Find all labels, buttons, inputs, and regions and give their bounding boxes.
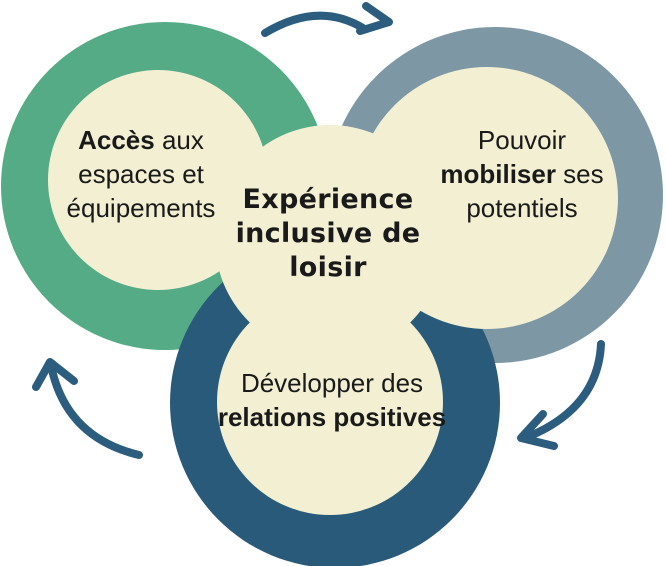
cycle-arrows	[32, 2, 605, 459]
relations-label: Développer des relations positives	[207, 366, 457, 434]
center-circle	[215, 125, 445, 355]
mobilize-line-2: mobiliser ses	[440, 159, 604, 189]
relations-line-2: relations positives	[217, 402, 447, 432]
top-arrow-icon	[261, 2, 393, 37]
left-arrow-icon	[32, 358, 143, 459]
access-line-2: espaces et	[78, 159, 204, 189]
right-arrow-icon	[517, 340, 605, 450]
access-inner-circle	[48, 70, 268, 290]
mobilize-label: Pouvoir mobiliser ses potentiels	[397, 123, 647, 225]
access-label: Accès aux espaces et équipements	[16, 123, 266, 225]
relations-inner-circle	[217, 289, 443, 515]
mobilize-line-3: potentiels	[466, 193, 578, 223]
center-title-line-2: inclusive de	[235, 218, 421, 249]
access-line-3: équipements	[66, 193, 216, 223]
relations-line-1: Développer des	[240, 368, 424, 398]
center-title: Expérience inclusive de loisir	[218, 183, 438, 285]
center-title-line-3: loisir	[289, 252, 367, 283]
center-title-line-1: Expérience	[242, 184, 414, 215]
mobilize-line-1: Pouvoir	[477, 125, 567, 155]
access-line-1: Accès aux	[78, 125, 204, 155]
